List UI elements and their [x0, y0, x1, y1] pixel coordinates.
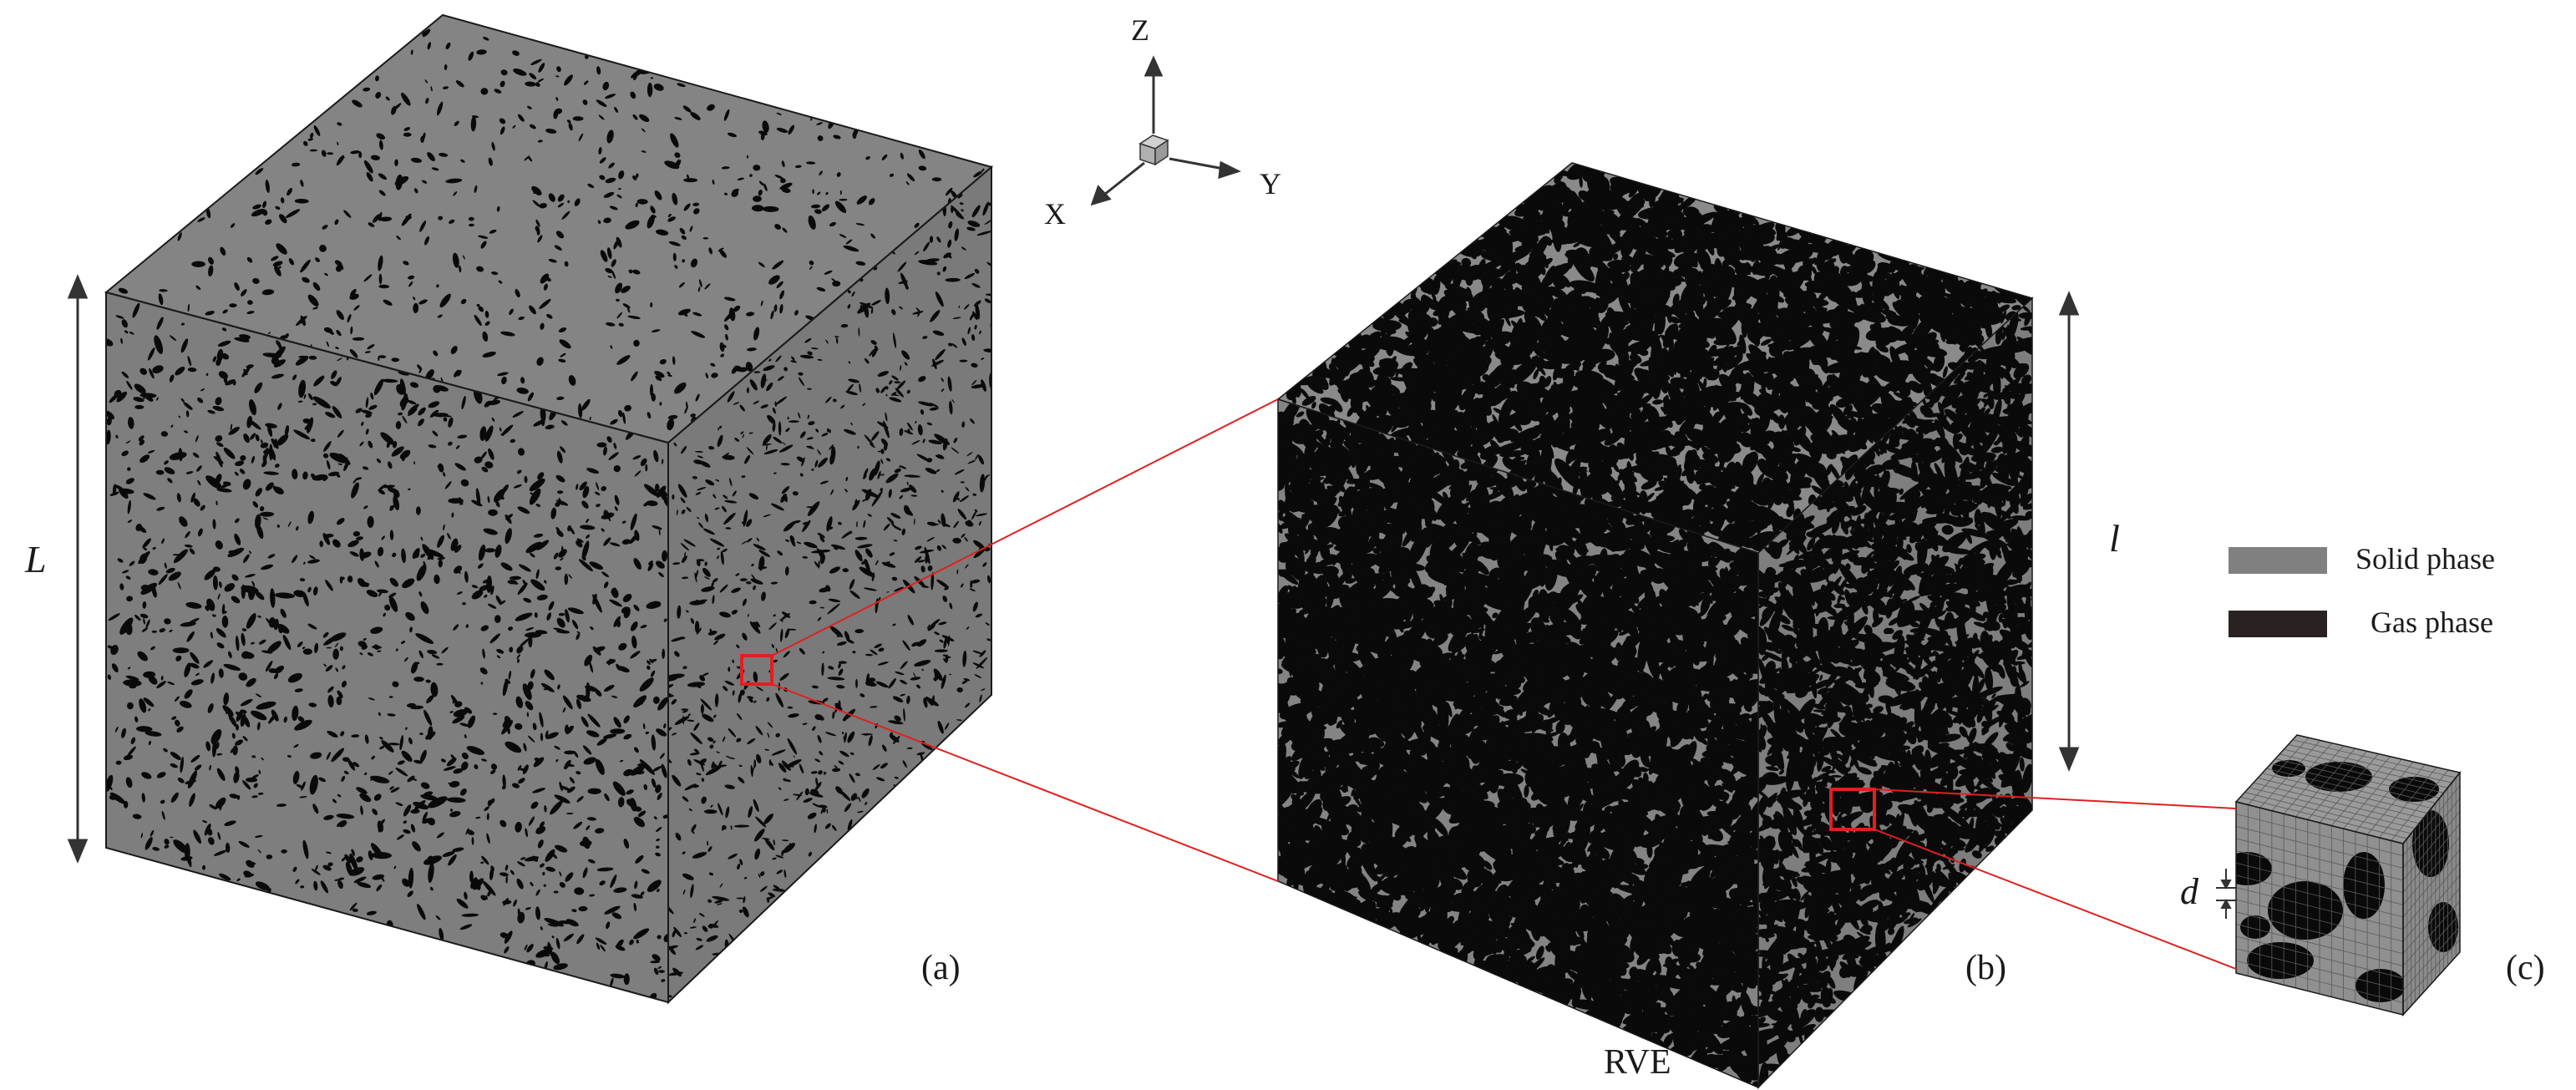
cube-c-mesh [2234, 734, 2462, 1016]
cube-a-edges [104, 13, 994, 1005]
panel-label-c: (c) [2506, 949, 2545, 987]
zoom-b-to-c [1829, 788, 2237, 970]
legend-item-solid: Solid phase [2229, 542, 2495, 575]
legend-swatch-gas [2229, 611, 2327, 637]
panel-label-b: (b) [1965, 949, 2006, 987]
panel-label-a: (a) [921, 949, 961, 987]
cube-b-right-pores [1758, 305, 2032, 1087]
axis-label-z: Z [1131, 13, 1149, 47]
cube-b-edges [1276, 162, 2034, 1089]
cube-a-top-pores [118, 28, 985, 431]
cube-c-edges [2234, 734, 2462, 1016]
dimension-arrow-L [67, 274, 89, 864]
dimension-marker-d [2216, 869, 2236, 919]
legend: Solid phase Gas phase [2229, 542, 2495, 639]
coordinate-axes: Z Y X [1044, 13, 1281, 231]
axis-label-y: Y [1260, 167, 1281, 200]
x-axis-arrow [1099, 161, 1145, 200]
dimension-label-d: d [2180, 871, 2199, 912]
cube-a-right-face [668, 167, 991, 1002]
axis-origin-cube [1138, 134, 1169, 166]
cube-a-front-face [106, 292, 668, 1002]
cube-a-right-pores [668, 192, 991, 998]
cube-a-top-face [106, 15, 991, 443]
cube-b-front-pores [1278, 399, 1758, 1087]
cube-c-mesh-lines [2236, 737, 2460, 1012]
cube-a-sample [104, 13, 994, 1005]
legend-item-gas: Gas phase [2229, 606, 2493, 639]
y-axis-arrow [1169, 157, 1229, 171]
cube-b-rve [1276, 162, 2034, 1089]
legend-label-solid: Solid phase [2355, 542, 2495, 575]
rve-caption: RVE [1604, 1043, 1671, 1082]
dimension-label-l: l [2109, 517, 2120, 560]
cube-b-top-pores [1285, 163, 2032, 551]
legend-swatch-solid [2229, 547, 2327, 574]
zoom-box-a [740, 654, 773, 686]
dimension-label-L: L [24, 538, 47, 580]
dimension-arrow-l [2058, 291, 2080, 772]
zoom-a-to-b [740, 398, 1279, 882]
legend-label-gas: Gas phase [2371, 606, 2493, 639]
zoom-box-b [1829, 788, 1876, 831]
cube-a-front-pores [106, 302, 668, 1001]
axis-label-x: X [1044, 197, 1066, 231]
